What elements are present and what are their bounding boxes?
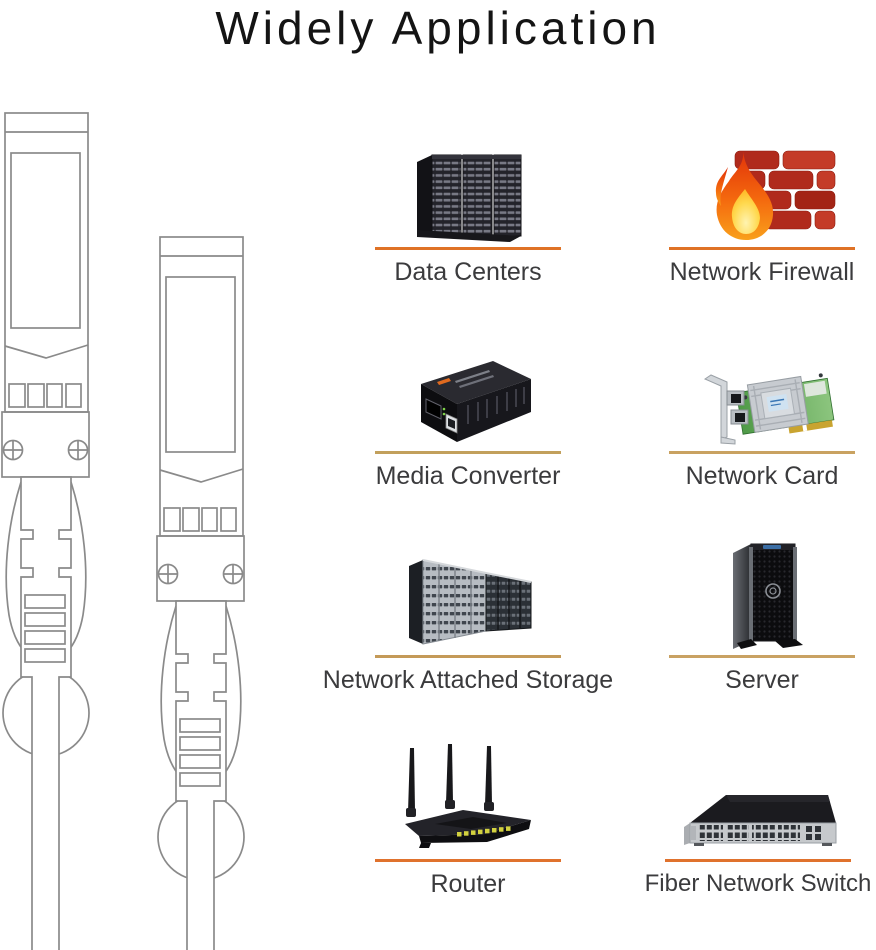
data-centers-illustration [416,154,521,242]
network-attached-storage-illustration [408,559,531,645]
app-label-network-attached-storage: Network Attached Storage [322,666,614,694]
server-icon [646,543,876,655]
accent-underline [375,451,561,454]
app-label-network-firewall: Network Firewall [669,258,855,286]
accent-underline [375,655,561,658]
app-item-network-attached-storage: Network Attached Storage [322,544,614,695]
page-title: Widely Application [215,2,661,54]
router-illustration [404,744,531,848]
app-item-data-centers: Data Centers [352,138,584,287]
accent-underline [375,859,561,862]
media-converter-illustration [420,361,531,442]
fiber-network-switch-illustration [684,795,837,846]
app-item-fiber-network-switch: Fiber Network Switch [640,733,876,898]
network-card-illustration [703,373,835,445]
sfp-dac-cable-drawing [1,112,245,950]
accent-underline [669,247,855,250]
network-card-icon [646,344,876,451]
app-label-server: Server [725,666,799,694]
app-item-media-converter: Media Converter [352,344,584,491]
app-item-router: Router [352,733,584,899]
fiber-network-switch-icon [640,733,876,859]
accent-underline [669,655,855,658]
app-label-network-card: Network Card [685,462,839,490]
app-item-server: Server [646,543,876,695]
data-centers-icon [352,138,584,247]
app-item-network-firewall: Network Firewall [646,138,876,287]
accent-underline [669,451,855,454]
server-illustration [733,543,803,649]
media-converter-icon [352,344,584,451]
accent-underline [665,859,851,862]
app-label-data-centers: Data Centers [394,258,542,286]
app-label-fiber-network-switch: Fiber Network Switch [644,870,872,897]
router-icon [352,733,584,859]
network-firewall-icon [646,138,876,247]
app-item-network-card: Network Card [646,344,876,491]
accent-underline [375,247,561,250]
network-attached-storage-icon [322,544,614,655]
network-firewall-illustration [715,149,836,240]
app-label-router: Router [430,870,506,898]
app-label-media-converter: Media Converter [375,462,561,490]
